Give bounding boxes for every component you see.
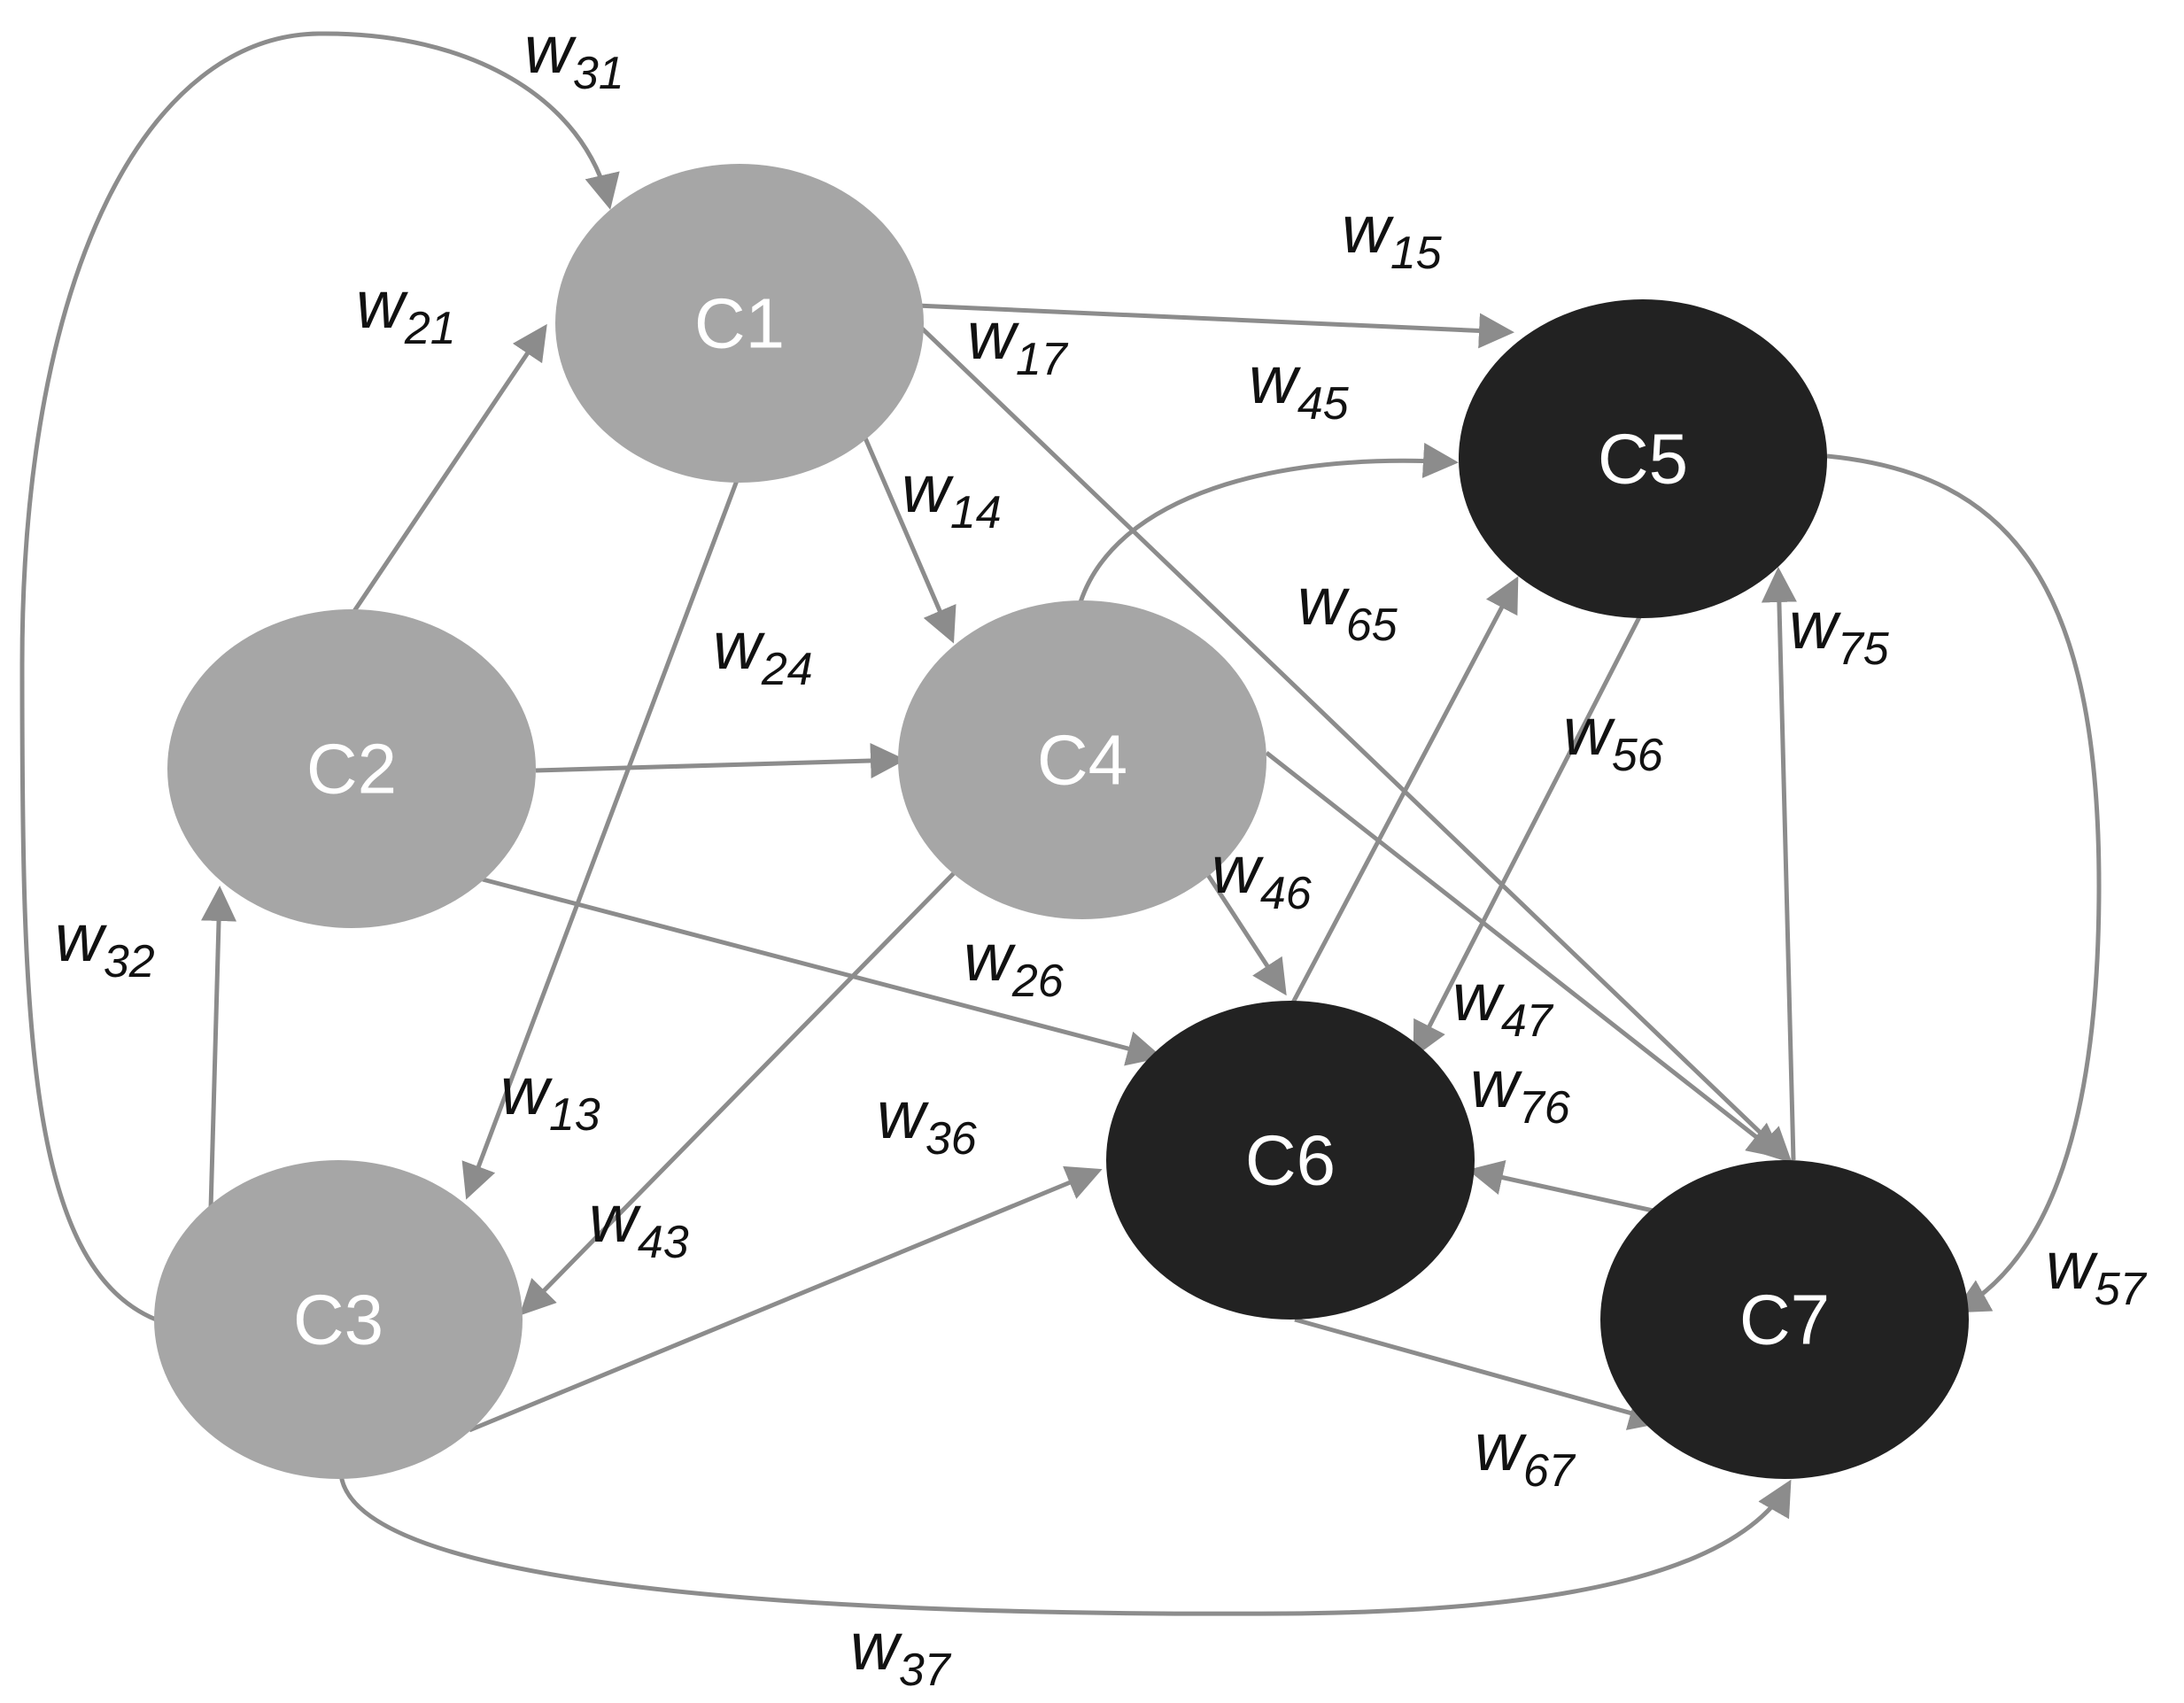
edge-w32	[201, 886, 237, 1210]
node-c5: C5	[1459, 299, 1827, 618]
edge-w26	[482, 877, 1163, 1066]
weight-label-w67: w67	[1475, 1410, 1576, 1497]
edges	[19, 31, 2102, 1616]
edge-w21	[352, 323, 547, 613]
weight-label-w14: w14	[902, 452, 1002, 538]
weight-label-w31: w31	[524, 12, 624, 99]
node-label-c7: C7	[1739, 1281, 1830, 1359]
edge-w76	[1468, 1159, 1666, 1216]
nodes: C1 C2 C3 C4 C5 C6 C7	[154, 164, 1969, 1479]
edge-w24	[535, 743, 906, 779]
weight-label-w15: w15	[1342, 192, 1443, 279]
weight-label-w57: w57	[2046, 1228, 2148, 1315]
edge-w46	[1204, 871, 1287, 996]
edge-w65	[1290, 576, 1519, 1004]
weight-label-w46: w46	[1212, 832, 1312, 919]
edge-w15	[916, 303, 1514, 349]
weight-label-w26: w26	[964, 920, 1064, 1007]
node-label-c3: C3	[293, 1281, 383, 1359]
weight-label-w17: w17	[967, 298, 1069, 385]
weight-label-w76: w76	[1470, 1047, 1570, 1134]
edge-w67	[1294, 1317, 1665, 1430]
weight-label-w13: w13	[500, 1054, 600, 1141]
node-label-c2: C2	[306, 730, 397, 809]
node-c1: C1	[555, 164, 924, 483]
weight-label-w65: w65	[1297, 564, 1398, 651]
edge-w45	[1078, 442, 1459, 603]
node-c7: C7	[1600, 1160, 1969, 1479]
edge-w31	[19, 31, 620, 1322]
weight-label-w56: w56	[1563, 694, 1663, 781]
edge-w13	[461, 477, 740, 1200]
node-c2: C2	[167, 609, 536, 928]
node-label-c4: C4	[1037, 721, 1127, 800]
edge-w56	[1413, 614, 1643, 1058]
node-label-c6: C6	[1245, 1121, 1336, 1200]
weight-label-w24: w24	[713, 608, 813, 695]
edge-w37	[338, 1474, 1792, 1616]
node-c4: C4	[898, 600, 1266, 919]
weight-label-w36: w36	[877, 1078, 977, 1165]
node-label-c1: C1	[694, 284, 785, 363]
weight-labels: w31 w21 w15 w17 w14 w45 w24 w13 w65 w75 …	[55, 12, 2148, 1696]
edge-w47	[1265, 751, 1784, 1159]
edge-w17	[915, 321, 1793, 1164]
weight-label-w45: w45	[1249, 343, 1350, 430]
edge-w75	[1761, 567, 1797, 1161]
weight-label-w43: w43	[589, 1181, 689, 1268]
edge-w57	[1826, 453, 2102, 1313]
edge-w14	[861, 433, 956, 644]
weight-label-w75: w75	[1789, 588, 1890, 675]
weight-label-w21: w21	[356, 267, 456, 354]
node-c3: C3	[154, 1160, 523, 1479]
edge-w43	[519, 871, 956, 1316]
weight-label-w32: w32	[55, 901, 155, 987]
edge-w36	[469, 1165, 1103, 1433]
node-label-c5: C5	[1598, 420, 1688, 499]
weight-label-w47: w47	[1452, 960, 1554, 1047]
weight-label-w37: w37	[850, 1609, 952, 1696]
node-c6: C6	[1106, 1001, 1475, 1320]
